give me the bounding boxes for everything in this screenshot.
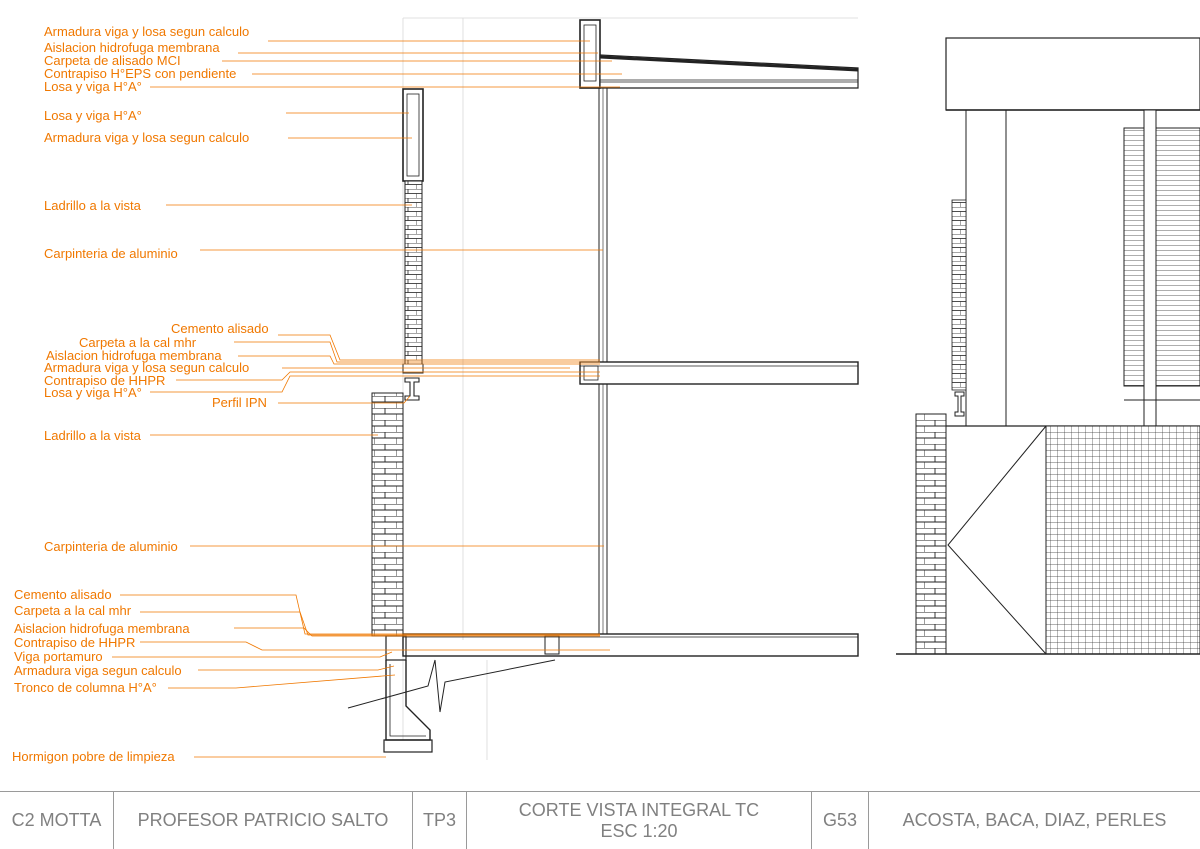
label-contrapiso-mid: Contrapiso de HHPR [44,373,165,388]
label-ladrillo-upper: Ladrillo a la vista [44,198,142,213]
label-carpeta-cal-ground: Carpeta a la cal mhr [14,603,132,618]
label-armadura-viga: Armadura viga segun calculo [14,663,182,678]
title-block: C2 MOTTA PROFESOR PATRICIO SALTO TP3 COR… [0,791,1200,849]
label-losa-roof: Losa y viga H°A° [44,79,142,94]
group-text: G53 [822,810,858,830]
upper-beam [402,88,424,182]
label-perfil-ipn: Perfil IPN [212,395,267,410]
label-cemento-mid: Cemento alisado [171,321,269,336]
authors-text: ACOSTA, BACA, DIAZ, PERLES [902,810,1167,830]
label-tronco-columna: Tronco de columna H°A° [14,680,157,695]
label-armadura-mid: Armadura viga y losa segun calculo [44,360,249,375]
aluminium-mullion [598,87,608,635]
upper-brick-wall [404,180,423,365]
label-aislacion-roof: Aislacion hidrofuga membrana [44,40,220,55]
label-carpeta-alisado: Carpeta de alisado MCI [44,53,181,68]
section-drawing: Armadura viga y losa segun calculo Aisla… [12,17,1200,764]
annotation-labels: Armadura viga y losa segun calculo Aisla… [12,24,269,764]
label-hormigon-pobre: Hormigon pobre de limpieza [12,749,175,764]
roof-slab [579,19,859,89]
ground-slab [402,633,859,657]
label-aislacion-mid: Aislacion hidrofuga membrana [46,348,222,363]
label-cemento-ground: Cemento alisado [14,587,112,602]
professor-text: PROFESOR PATRICIO SALTO [137,810,389,830]
foundation-column [383,635,433,753]
assignment-text: TP3 [422,810,456,830]
label-armadura-upper: Armadura viga y losa segun calculo [44,130,249,145]
label-carpeta-cal-mid: Carpeta a la cal mhr [79,335,197,350]
label-carpinteria-upper: Carpinteria de aluminio [44,246,178,261]
break-line [347,659,556,713]
label-viga-portamuro: Viga portamuro [14,649,103,664]
label-armadura-roof: Armadura viga y losa segun calculo [44,24,249,39]
leader-lines [112,40,622,758]
drawing-scale: ESC 1:20 [600,820,678,841]
course-cell: C2 MOTTA [0,792,114,849]
mid-slab [402,361,859,401]
lower-brick-wall [371,392,404,637]
authors-cell: ACOSTA, BACA, DIAZ, PERLES [869,792,1200,849]
label-losa-upper: Losa y viga H°A° [44,108,142,123]
label-losa-mid: Losa y viga H°A° [44,385,142,400]
course-text: C2 MOTTA [11,810,102,830]
drawing-title: CORTE VISTA INTEGRAL TC [518,799,760,820]
assignment-cell: TP3 [413,792,467,849]
drawing-title-cell: CORTE VISTA INTEGRAL TC ESC 1:20 [467,792,812,849]
label-contrapiso-ground: Contrapiso de HHPR [14,635,135,650]
label-carpinteria-lower: Carpinteria de aluminio [44,539,178,554]
reference-lines [402,17,858,760]
label-contrapiso-eps: Contrapiso H°EPS con pendiente [44,66,236,81]
label-aislacion-ground: Aislacion hidrofuga membrana [14,621,190,636]
elevation-view [896,37,1200,655]
label-ladrillo-lower: Ladrillo a la vista [44,428,142,443]
group-cell: G53 [812,792,869,849]
professor-cell: PROFESOR PATRICIO SALTO [114,792,413,849]
